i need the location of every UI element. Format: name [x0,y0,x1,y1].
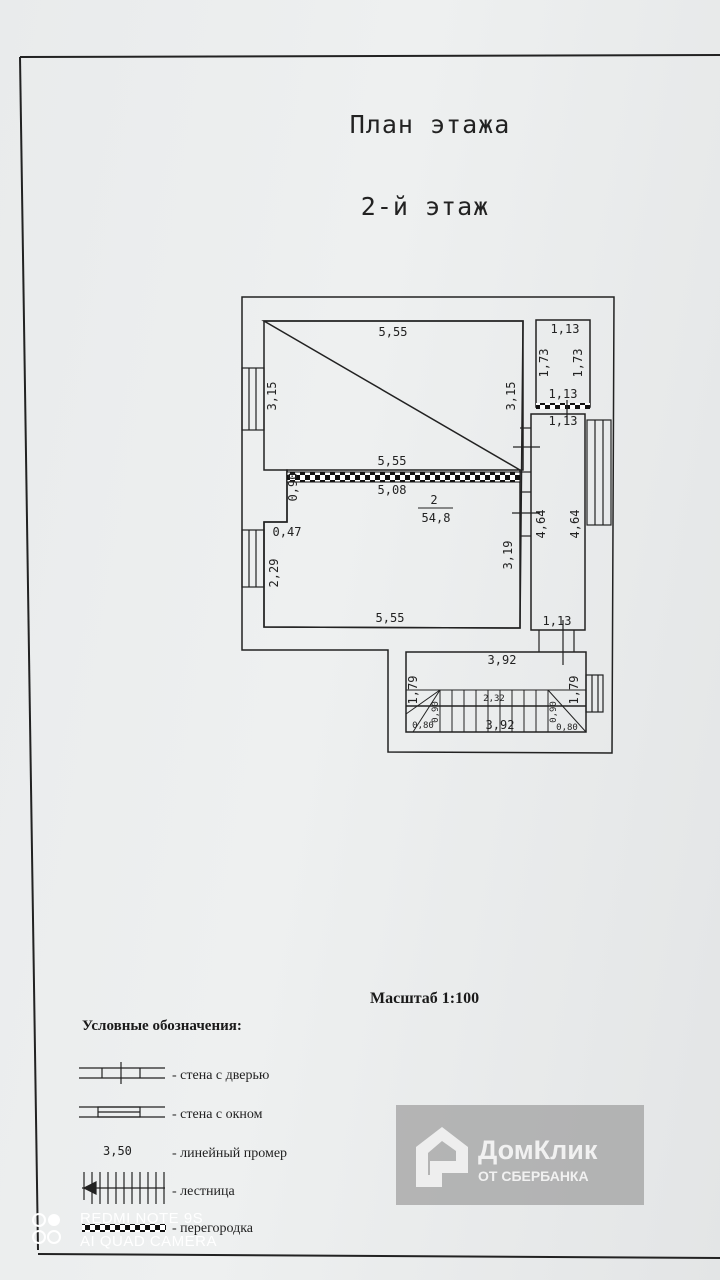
partition [536,403,590,409]
partition [286,471,521,483]
legend-label-stairs: - лестница [172,1184,235,1199]
legend-stairs-symbol [82,1172,165,1204]
dim-label: 0,80 [412,721,434,731]
dim-label: 0,90 [431,701,441,723]
dim-label: 1,73 [571,349,585,378]
dim-label: 3,92 [488,653,517,667]
dim-label: 5,08 [378,483,407,497]
stairs [405,689,587,733]
legend-label-dimension: - линейный промер [172,1146,288,1161]
dim-label: 3,15 [265,382,279,411]
domclick-watermark: ДомКлик ОТ СБЕРБАНКА [396,1105,644,1205]
legend-partition-symbol [82,1224,166,1232]
watermark-sub: ОТ СБЕРБАНКА [478,1168,589,1184]
window [241,367,612,713]
corridor [530,413,586,631]
room-area: 54,8 [422,511,451,525]
dim-label: 0,80 [556,723,578,733]
dim-label: 4,64 [568,510,582,539]
dim-label: 1,13 [543,614,572,628]
dim-label: 3,92 [486,718,515,732]
dim-label: 0,90 [286,473,300,502]
dim-label: 1,13 [549,387,578,401]
legend-wall-window-symbol [79,1106,165,1118]
scale-label: Масштаб 1:100 [370,990,480,1007]
dim-label: 4,64 [534,510,548,539]
dim-label: 2,32 [483,694,505,704]
page-title: План этажа [349,110,511,139]
legend-label-wall-door: - стена с дверью [172,1068,270,1083]
dim-label: 3,19 [501,541,515,570]
dim-label: 0,90 [549,701,559,723]
dim-label: 1,79 [567,676,581,705]
dim-label: 2,29 [267,559,281,588]
legend-title: Условные обозначения: [82,1018,242,1034]
dim-label: 0,47 [273,525,302,539]
dim-label: 1,73 [537,349,551,378]
dim-label: 1,13 [549,414,578,428]
watermark-name: ДомКлик [478,1135,598,1165]
dim-label: 1,13 [551,322,580,336]
dim-label: 5,55 [376,611,405,625]
door [512,400,575,665]
floor-title: 2-й этаж [360,192,490,221]
legend-label-wall-window: - стена с окном [172,1107,263,1122]
dim-label: 5,55 [379,325,408,339]
dim-label: 5,55 [378,454,407,468]
document-frame [19,54,720,1259]
camera-model: REDMI NOTE 9S [80,1210,204,1227]
outer-wall [241,296,615,754]
legend-wall-door-symbol [79,1062,165,1084]
dim-label: 1,79 [406,676,420,705]
main-room-outline [263,320,524,629]
camera-label: AI QUAD CAMERA [80,1233,218,1250]
room-number: 2 [430,493,437,507]
dim-label: 3,15 [504,382,518,411]
camera-logo-icon [32,1213,61,1244]
legend-label-partition: - перегородка [172,1221,253,1236]
house-logo-icon [416,1127,468,1187]
legend-dimension-sample: 3,50 [103,1144,132,1158]
